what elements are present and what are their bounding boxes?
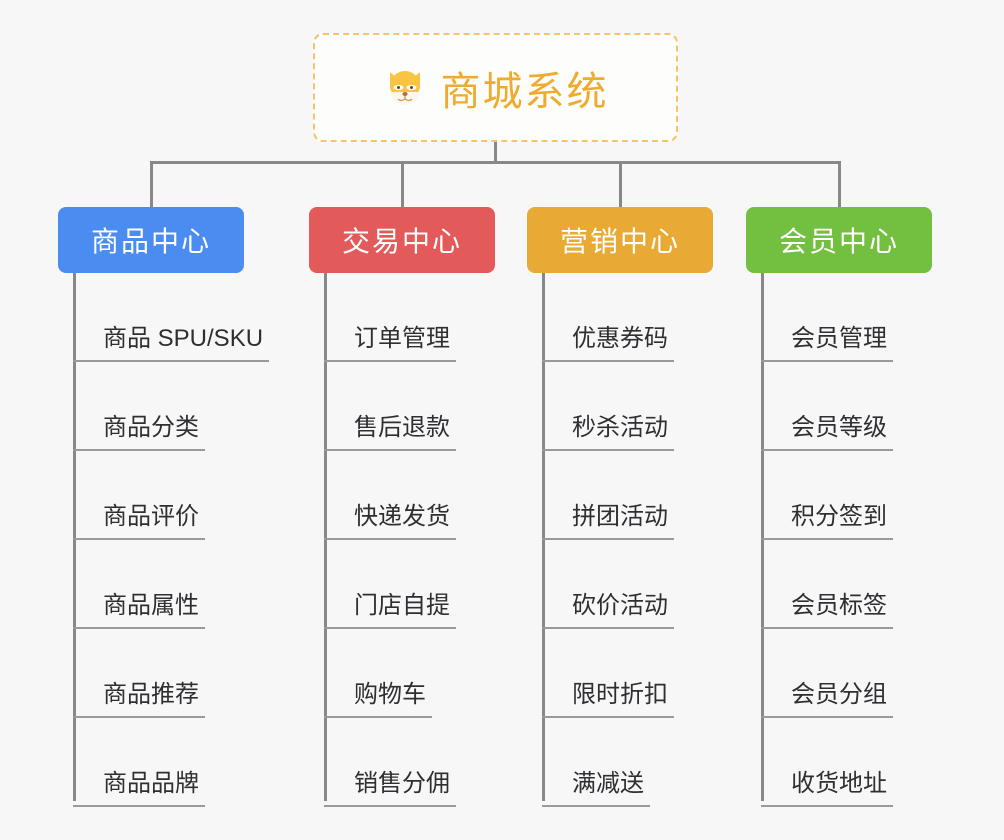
leaf-item[interactable]: 会员分组 [761,629,991,718]
leaf-item[interactable]: 商品属性 [73,540,303,629]
leaf-label: 购物车 [324,681,432,718]
branch-column-trade: 交易中心 订单管理 售后退款 快递发货 门店自提 购物车 销售分佣 [309,207,495,807]
branch-stem-product [73,273,76,801]
leaf-label: 商品品牌 [73,770,205,807]
leaf-label: 会员标签 [761,592,893,629]
leaf-item[interactable]: 门店自提 [324,540,554,629]
leaf-label: 秒杀活动 [542,414,674,451]
leaf-list-trade: 订单管理 售后退款 快递发货 门店自提 购物车 销售分佣 [324,273,554,807]
leaf-item[interactable]: 拼团活动 [542,451,772,540]
leaf-label: 商品分类 [73,414,205,451]
leaf-item[interactable]: 会员等级 [761,362,991,451]
branch-stem-trade [324,273,327,801]
leaf-item[interactable]: 商品品牌 [73,718,303,807]
branch-stem-marketing [542,273,545,801]
leaf-item[interactable]: 砍价活动 [542,540,772,629]
leaf-label: 商品评价 [73,503,205,540]
leaf-label: 快递发货 [324,503,456,540]
connector-horizontal-bus [150,161,840,164]
leaf-item[interactable]: 订单管理 [324,273,554,362]
leaf-label: 会员管理 [761,325,893,362]
leaf-item[interactable]: 优惠券码 [542,273,772,362]
leaf-item[interactable]: 商品评价 [73,451,303,540]
dog-face-icon [383,66,427,110]
leaf-label: 会员分组 [761,681,893,718]
branch-header-marketing[interactable]: 营销中心 [527,207,713,273]
leaf-item[interactable]: 收货地址 [761,718,991,807]
branch-header-member[interactable]: 会员中心 [746,207,932,273]
connector-root-stem [494,142,497,163]
leaf-item[interactable]: 限时折扣 [542,629,772,718]
leaf-item[interactable]: 会员标签 [761,540,991,629]
leaf-label: 拼团活动 [542,503,674,540]
branch-header-label: 交易中心 [341,226,462,257]
branch-column-member: 会员中心 会员管理 会员等级 积分签到 会员标签 会员分组 收货地址 [746,207,932,807]
leaf-label: 商品推荐 [73,681,205,718]
leaf-item[interactable]: 满减送 [542,718,772,807]
leaf-item[interactable]: 会员管理 [761,273,991,362]
connector-drop-2 [401,161,404,207]
leaf-label: 售后退款 [324,414,456,451]
leaf-label: 门店自提 [324,592,456,629]
leaf-item[interactable]: 秒杀活动 [542,362,772,451]
leaf-label: 收货地址 [761,770,893,807]
branch-header-product[interactable]: 商品中心 [58,207,244,273]
leaf-label: 砍价活动 [542,592,674,629]
leaf-list-product: 商品 SPU/SKU 商品分类 商品评价 商品属性 商品推荐 商品品牌 [73,273,303,807]
leaf-label: 商品 SPU/SKU [73,325,270,362]
leaf-label: 积分签到 [761,503,893,540]
leaf-item[interactable]: 售后退款 [324,362,554,451]
leaf-list-marketing: 优惠券码 秒杀活动 拼团活动 砍价活动 限时折扣 满减送 [542,273,772,807]
leaf-item[interactable]: 销售分佣 [324,718,554,807]
leaf-label: 满减送 [542,770,650,807]
leaf-label: 限时折扣 [542,681,674,718]
connector-drop-4 [838,161,841,207]
leaf-label: 销售分佣 [324,770,456,807]
connector-drop-3 [619,161,622,207]
branch-header-trade[interactable]: 交易中心 [309,207,495,273]
leaf-item[interactable]: 商品推荐 [73,629,303,718]
branch-header-label: 商品中心 [90,226,211,257]
branch-stem-member [761,273,764,801]
leaf-label: 订单管理 [324,325,456,362]
branch-header-label: 营销中心 [559,226,680,257]
branch-column-marketing: 营销中心 优惠券码 秒杀活动 拼团活动 砍价活动 限时折扣 满减送 [527,207,713,807]
leaf-label: 会员等级 [761,414,893,451]
root-node[interactable]: 商城系统 [313,33,678,142]
leaf-item[interactable]: 积分签到 [761,451,991,540]
leaf-item[interactable]: 快递发货 [324,451,554,540]
leaf-item[interactable]: 商品 SPU/SKU [73,273,303,362]
leaf-label: 优惠券码 [542,325,674,362]
leaf-item[interactable]: 商品分类 [73,362,303,451]
leaf-list-member: 会员管理 会员等级 积分签到 会员标签 会员分组 收货地址 [761,273,991,807]
leaf-item[interactable]: 购物车 [324,629,554,718]
branch-header-label: 会员中心 [778,226,899,257]
leaf-label: 商品属性 [73,592,205,629]
root-title: 商城系统 [440,69,609,114]
branch-column-product: 商品中心 商品 SPU/SKU 商品分类 商品评价 商品属性 商品推荐 商品品牌 [58,207,270,807]
connector-drop-1 [150,161,153,207]
